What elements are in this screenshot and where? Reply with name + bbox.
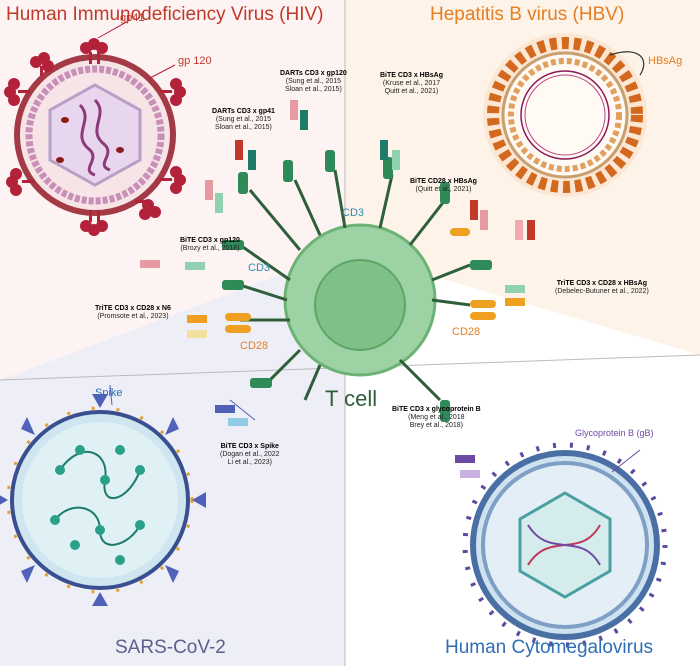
spike-label: Spike	[95, 387, 123, 399]
hbv-title: Hepatitis B virus (HBV)	[430, 4, 625, 25]
gp41-label: gp41	[120, 12, 145, 24]
hbv-virion	[483, 33, 647, 197]
gb-label: Glycoprotein B (gB)	[575, 428, 654, 438]
hiv-envelope-spikes	[4, 38, 186, 236]
hbsag-label: HBsAg	[648, 55, 683, 67]
construct-trite-hbsag: TriTE CD3 x CD28 x HBsAg(Debelec-Butuner…	[555, 280, 649, 296]
cd3-label-left: CD3	[248, 262, 271, 274]
t-cell	[283, 223, 437, 377]
receptor-stalks	[239, 169, 471, 402]
cd3-label-top: CD3	[342, 207, 365, 219]
sars-spikes	[0, 394, 206, 606]
construct-bite-gb: BiTE CD3 x glycoprotein B(Meng et al., 2…	[392, 406, 481, 430]
cd28-label-right: CD28	[452, 326, 481, 338]
hiv-virion	[14, 54, 176, 216]
gp120-label: gp 120	[178, 55, 212, 67]
cd28-label-left: CD28	[240, 340, 269, 352]
engager-fragments	[140, 100, 535, 478]
hcmv-title: Human Cytomegalovirus	[445, 637, 654, 658]
cd3-receptors	[222, 150, 492, 422]
construct-bite-cd28-hbsag: BiTE CD28 x HBsAg(Quitt et al., 2021)	[410, 178, 477, 194]
construct-bite-gp120: BiTE CD3 x gp120(Brozy et al., 2018)	[180, 237, 240, 253]
cd28-receptors	[225, 228, 496, 333]
hiv-title: Human Immunodeficiency Virus (HIV)	[6, 4, 324, 25]
construct-trite-n6: TriTE CD3 x CD28 x N6(Promsote et al., 2…	[95, 305, 171, 321]
hcmv-virion	[462, 442, 668, 648]
t-cell-label: T cell	[325, 386, 378, 411]
sars-title: SARS-CoV-2	[115, 637, 226, 658]
